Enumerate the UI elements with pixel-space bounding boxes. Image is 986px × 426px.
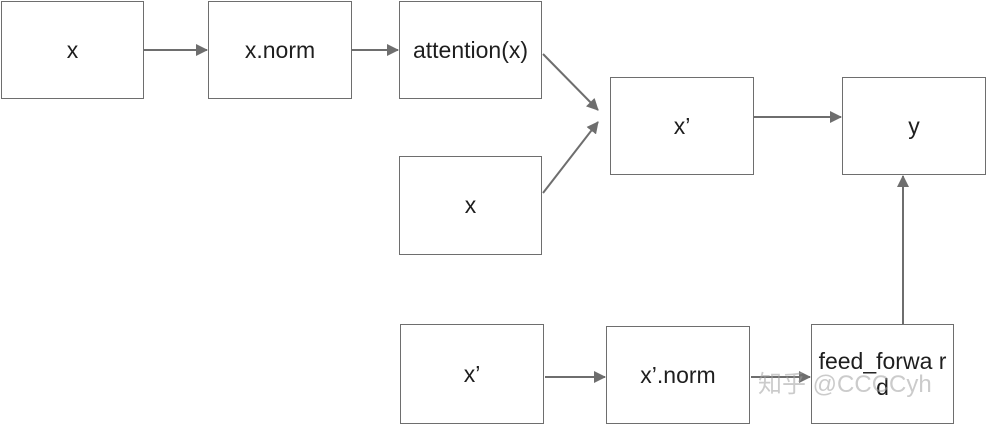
node-x-norm: x.norm [208,1,352,99]
node-attention-label: attention(x) [412,36,529,63]
node-x-top: x [1,1,144,99]
node-feed-forward-label: feed_forwa rd [818,347,947,400]
node-y: y [842,77,986,175]
node-x-norm-label: x.norm [244,36,316,63]
node-x-prime: x’ [610,77,754,175]
node-x-top-label: x [66,36,79,63]
node-x-prime-bottom: x’ [400,324,544,424]
node-x-prime-norm-label: x’.norm [640,361,716,388]
node-x-prime-bottom-label: x’ [463,360,481,387]
node-y-label: y [908,112,920,139]
edge-attention-to-xprime [542,53,599,111]
node-feed-forward: feed_forwa rd [811,324,954,424]
node-x-mid: x [399,156,542,255]
node-x-prime-norm: x’.norm [606,326,750,424]
node-attention: attention(x) [399,1,542,99]
edge-x-to-xprime [542,121,599,194]
node-x-prime-label: x’ [673,112,691,139]
node-x-mid-label: x [464,192,477,219]
